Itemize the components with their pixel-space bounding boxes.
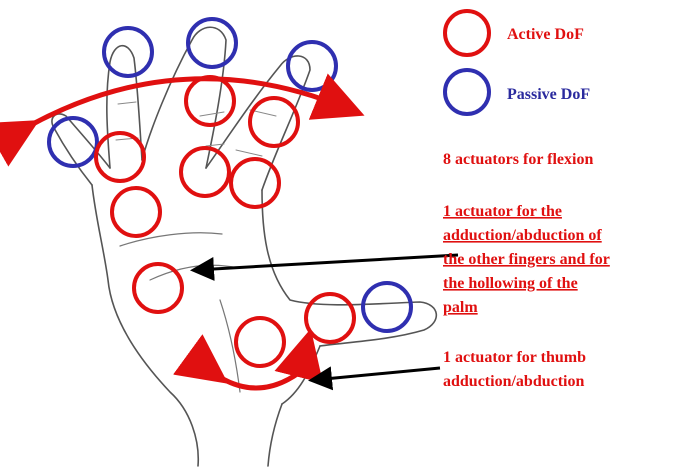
- adduction-annotation: 1 actuator for the adduction/abduction o…: [443, 203, 610, 316]
- adduction-line-5: palm: [443, 299, 478, 316]
- passive-circle-ring: [104, 28, 152, 76]
- passive-circle-middle: [188, 19, 236, 67]
- legend-passive-label: Passive DoF: [507, 86, 590, 103]
- thumb-annotation: 1 actuator for thumb adduction/abduction: [443, 349, 586, 390]
- pointer-arrow-adduction: [196, 255, 458, 270]
- legend-passive-swatch: [445, 70, 489, 114]
- adduction-line-4: the hollowing of the: [443, 275, 578, 292]
- thumb-line-1: 1 actuator for thumb: [443, 349, 586, 366]
- adduction-line-2: adduction/abduction of: [443, 227, 602, 244]
- passive-circle-index: [288, 42, 336, 90]
- legend-active-label: Active DoF: [507, 26, 584, 43]
- thumb-line-2: adduction/abduction: [443, 373, 584, 390]
- active-circle-2: [112, 188, 160, 236]
- adduction-line-3: the other fingers and for: [443, 251, 610, 268]
- active-circle-6: [231, 159, 279, 207]
- active-circle-3: [186, 77, 234, 125]
- pointer-arrow-thumb: [314, 368, 440, 380]
- legend: Active DoF Passive DoF: [445, 11, 590, 114]
- active-circle-9: [306, 294, 354, 342]
- active-dof-circles: [96, 77, 354, 366]
- active-circle-8: [236, 318, 284, 366]
- passive-circle-thumb: [363, 283, 411, 331]
- legend-active-swatch: [445, 11, 489, 55]
- active-circle-1: [96, 133, 144, 181]
- active-circle-4: [250, 98, 298, 146]
- thumb-rotation-arrow: [212, 348, 306, 388]
- adduction-line-1: 1 actuator for the: [443, 203, 562, 220]
- flexion-annotation: 8 actuators for flexion: [443, 151, 593, 168]
- active-circle-7: [134, 264, 182, 312]
- active-circle-5: [181, 148, 229, 196]
